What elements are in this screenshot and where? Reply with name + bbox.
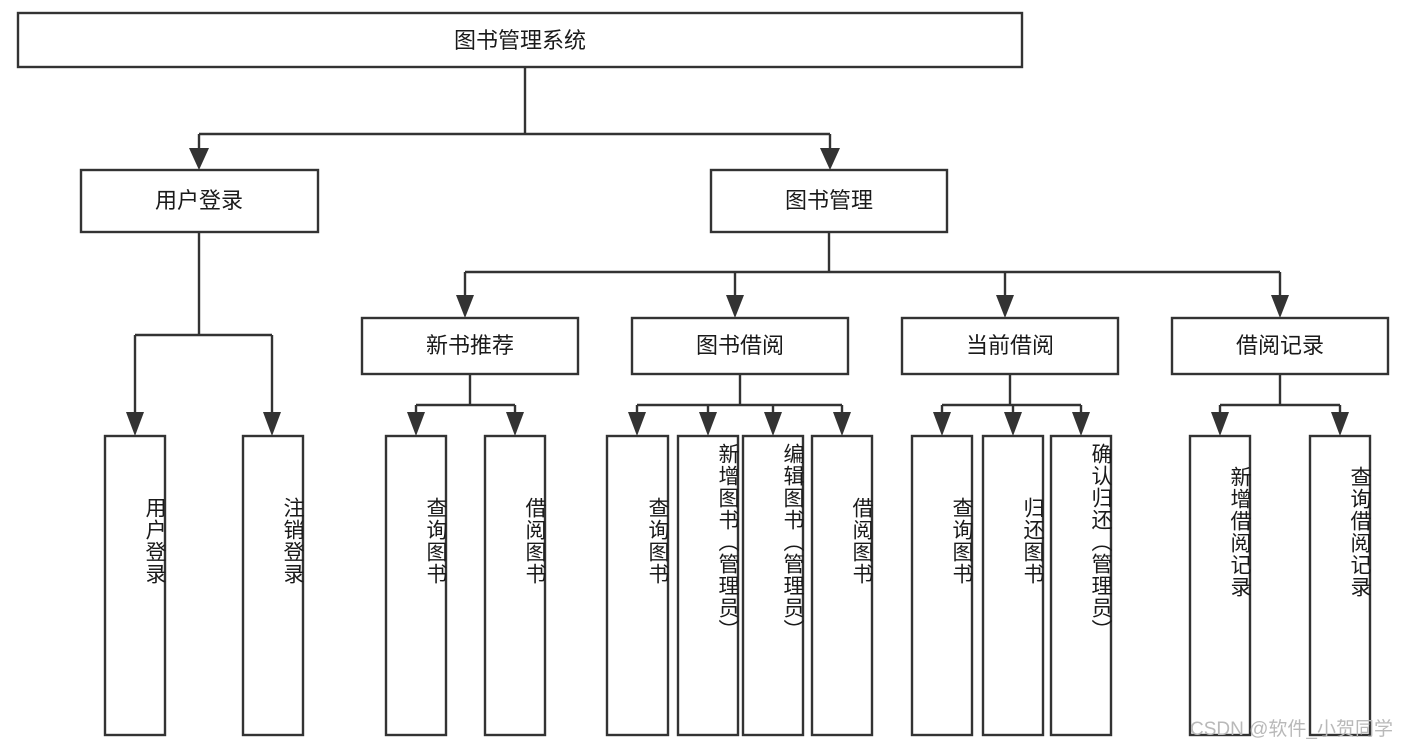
- node-book-borrow-label: 图书借阅: [696, 333, 784, 358]
- node-new-book-recommend-label: 新书推荐: [426, 333, 514, 358]
- connector-book-borrow-to-leaves: [628, 374, 851, 436]
- arrow-head-icon: [996, 295, 1014, 318]
- leaf-box-return-book[interactable]: [981, 434, 1045, 737]
- connector-current-borrow-to-leaves: [933, 374, 1090, 436]
- leaf-box-add-borrow-record[interactable]: [1188, 434, 1252, 737]
- node-current-borrow[interactable]: 当前借阅: [900, 316, 1120, 376]
- arrow-head-icon: [263, 412, 281, 436]
- leaf-box-query-book-1[interactable]: [384, 434, 448, 737]
- leaf-box-add-book-admin[interactable]: [676, 434, 740, 737]
- node-root-label: 图书管理系统: [454, 28, 586, 53]
- node-current-borrow-box[interactable]: [900, 316, 1120, 376]
- node-book-management-box[interactable]: [709, 168, 949, 234]
- arrow-head-icon: [726, 295, 744, 318]
- arrow-head-icon: [933, 412, 951, 436]
- leaf-box-query-borrow-record[interactable]: [1308, 434, 1372, 737]
- leaf-box-logout[interactable]: [241, 434, 305, 737]
- arrow-head-icon: [820, 148, 840, 170]
- arrow-head-icon: [407, 412, 425, 436]
- arrow-head-icon: [506, 412, 524, 436]
- node-borrow-record[interactable]: 借阅记录: [1170, 316, 1390, 376]
- watermark-text: CSDN @软件_小贺同学: [1190, 719, 1393, 740]
- node-book-borrow-box[interactable]: [630, 316, 850, 376]
- node-root-box[interactable]: [16, 11, 1024, 69]
- connector-borrow-record-to-leaves: [1211, 374, 1349, 436]
- arrow-head-icon: [699, 412, 717, 436]
- node-new-book-recommend-box[interactable]: [360, 316, 580, 376]
- connector-user-login-to-leaves: [126, 232, 281, 436]
- leaf-box-confirm-return-admin[interactable]: [1049, 434, 1113, 737]
- node-current-borrow-label: 当前借阅: [966, 333, 1054, 358]
- arrow-head-icon: [764, 412, 782, 436]
- connector-new-book-recommend-to-leaves: [407, 374, 524, 436]
- node-new-book-recommend[interactable]: 新书推荐: [360, 316, 580, 376]
- node-book-borrow[interactable]: 图书借阅: [630, 316, 850, 376]
- leaf-box-query-book-2[interactable]: [605, 434, 670, 737]
- arrow-head-icon: [1004, 412, 1022, 436]
- leaf-box-query-book-3[interactable]: [910, 434, 974, 737]
- node-borrow-record-label: 借阅记录: [1236, 333, 1324, 358]
- node-book-management-label: 图书管理: [785, 188, 873, 213]
- leaf-box-edit-book-admin[interactable]: [741, 434, 805, 737]
- node-root[interactable]: 图书管理系统: [16, 11, 1024, 69]
- leaf-boxes-group: [103, 434, 1372, 737]
- node-user-login-label: 用户登录: [155, 188, 243, 213]
- node-user-login[interactable]: 用户登录: [79, 168, 320, 234]
- arrow-head-icon: [126, 412, 144, 436]
- leaf-box-user-login[interactable]: [103, 434, 167, 737]
- arrow-head-icon: [1271, 295, 1289, 318]
- arrow-head-icon: [1211, 412, 1229, 436]
- node-borrow-record-box[interactable]: [1170, 316, 1390, 376]
- arrow-head-icon: [189, 148, 209, 170]
- node-book-management[interactable]: 图书管理: [709, 168, 949, 234]
- leaf-box-borrow-book-1[interactable]: [483, 434, 547, 737]
- connector-root-to-level2: [189, 67, 840, 170]
- arrow-head-icon: [456, 295, 474, 318]
- leaf-box-borrow-book-2[interactable]: [810, 434, 874, 737]
- arrow-head-icon: [833, 412, 851, 436]
- arrow-head-icon: [1331, 412, 1349, 436]
- arrow-head-icon: [1072, 412, 1090, 436]
- connector-book-management-to-level3: [456, 232, 1289, 318]
- arrow-head-icon: [628, 412, 646, 436]
